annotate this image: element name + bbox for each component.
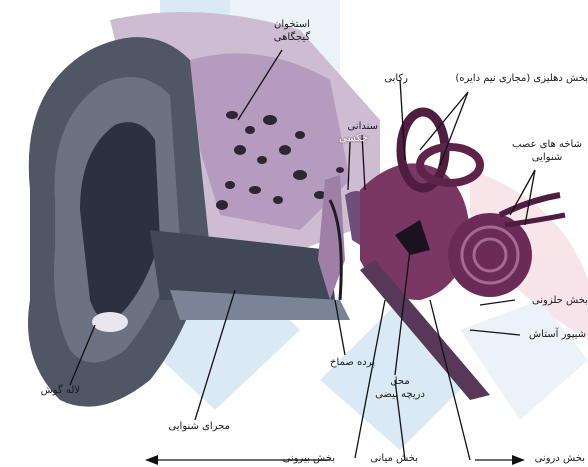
- label-oval-window: محل دریچه بیضی: [370, 375, 430, 401]
- label-stapes: رکابی: [368, 72, 408, 85]
- label-auditory-nerves: شاخه های عصب شنوایی: [506, 138, 588, 164]
- label-ossicle-bone: استخوان گیجگاهی: [262, 18, 322, 44]
- label-eardrum: پرده صماخ: [305, 356, 375, 369]
- label-hammer: چکشی: [330, 132, 368, 145]
- label-cochlea-part: بخش حلزونی: [518, 294, 588, 307]
- label-inner-ear: بخش درونی: [525, 452, 585, 465]
- label-semicircular-canals: بخش دهلیزی (مجاری نیم دایره): [428, 72, 588, 85]
- label-pinna: لاله گوش: [20, 384, 80, 397]
- label-outer-ear: بخش بیرونی: [275, 452, 335, 465]
- label-eustachian-tube: شیپور آستاش: [488, 328, 586, 341]
- label-ear-canal: مجرای شنوایی: [150, 420, 230, 433]
- label-middle-ear: بخش میانی: [358, 452, 418, 465]
